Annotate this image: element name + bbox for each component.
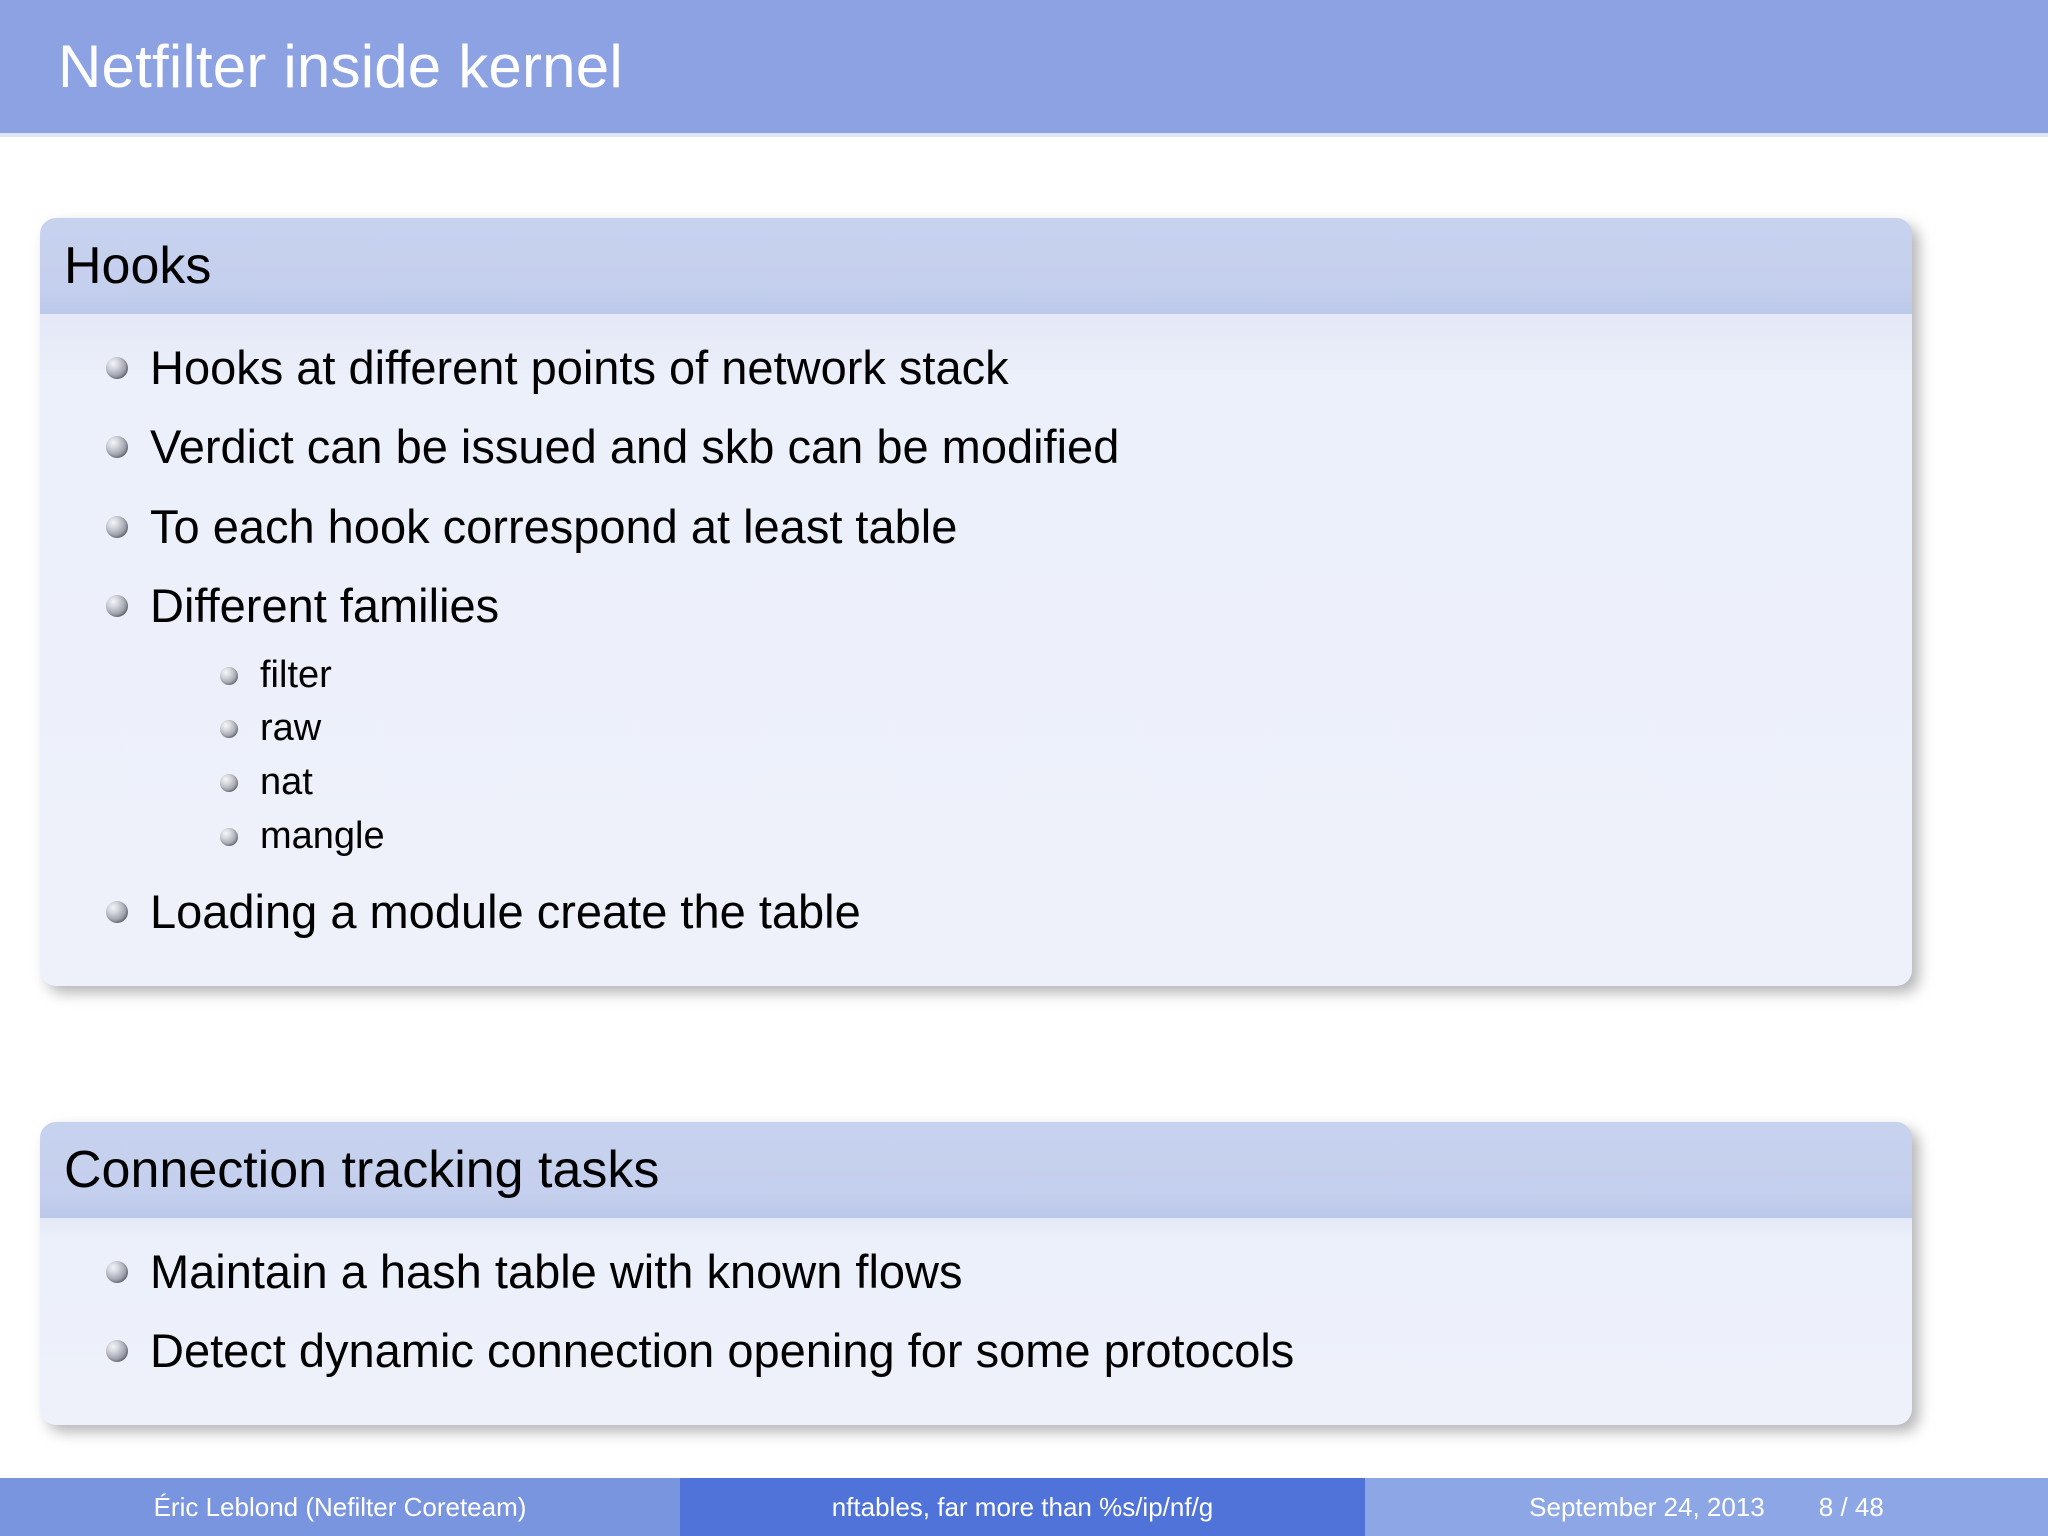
block-conntrack-body: Maintain a hash table with known flows D…: [40, 1218, 1912, 1425]
footer-page-number: 8 / 48: [1818, 1492, 1884, 1522]
block-connection-tracking-tasks: Connection tracking tasks Maintain a has…: [40, 1122, 1912, 1425]
list-item-label: To each hook correspond at least table: [150, 499, 958, 553]
bullet-ball-icon: [220, 720, 238, 739]
page-title: Netfilter inside kernel: [58, 32, 623, 100]
sublist-item: filter: [64, 650, 1888, 702]
bullet-ball-icon: [106, 436, 128, 459]
bullet-ball-icon: [106, 595, 128, 618]
sublist-item: raw: [64, 703, 1888, 755]
list-item: Verdict can be issued and skb can be mod…: [64, 411, 1888, 482]
list-item: Maintain a hash table with known flows: [64, 1236, 1888, 1307]
footer-talk-title: nftables, far more than %s/ip/nf/g: [680, 1478, 1365, 1536]
slide-footer: Éric Leblond (Nefilter Coreteam) nftable…: [0, 1478, 2048, 1536]
list-item: Detect dynamic connection opening for so…: [64, 1315, 1888, 1386]
list-item: Hooks at different points of network sta…: [64, 332, 1888, 403]
bullet-ball-icon: [106, 1260, 128, 1283]
sublist-item-label: mangle: [260, 814, 385, 857]
sublist-item: mangle: [64, 811, 1888, 863]
footer-date: September 24, 2013: [1529, 1492, 1765, 1522]
sublist-item: nat: [64, 757, 1888, 809]
bullet-ball-icon: [106, 901, 128, 924]
sublist-container: filter raw nat mangle: [64, 650, 1888, 863]
list-item-label: Maintain a hash table with known flows: [150, 1245, 963, 1298]
list-item: Loading a module create the table: [64, 876, 1888, 947]
sublist-item-label: nat: [260, 761, 313, 804]
bullet-ball-icon: [106, 356, 128, 379]
block-conntrack-title: Connection tracking tasks: [40, 1122, 1912, 1218]
title-underline: [0, 133, 2048, 137]
bullet-list-conntrack: Maintain a hash table with known flows D…: [64, 1236, 1888, 1387]
bullet-ball-icon: [220, 666, 238, 685]
bullet-ball-icon: [220, 827, 238, 846]
bullet-list-hooks: Hooks at different points of network sta…: [64, 332, 1888, 948]
footer-meta: September 24, 2013 8 / 48: [1365, 1478, 2048, 1536]
bullet-sublist-families: filter raw nat mangle: [64, 650, 1888, 863]
slide-title-bar: Netfilter inside kernel: [0, 0, 2048, 133]
bullet-ball-icon: [220, 773, 238, 792]
list-item-label: Loading a module create the table: [150, 885, 861, 939]
list-item-label: Different families: [150, 579, 500, 633]
footer-author: Éric Leblond (Nefilter Coreteam): [0, 1478, 680, 1536]
list-item-label: Detect dynamic connection opening for so…: [150, 1324, 1295, 1378]
list-item-label: Hooks at different points of network sta…: [150, 341, 1009, 394]
block-hooks-title: Hooks: [40, 218, 1912, 314]
block-hooks-body: Hooks at different points of network sta…: [40, 314, 1912, 986]
list-item: To each hook correspond at least table: [64, 491, 1888, 562]
list-item-label: Verdict can be issued and skb can be mod…: [150, 420, 1120, 474]
bullet-ball-icon: [106, 1340, 128, 1363]
bullet-ball-icon: [106, 515, 128, 538]
sublist-item-label: raw: [260, 707, 322, 750]
block-hooks: Hooks Hooks at different points of netwo…: [40, 218, 1912, 986]
sublist-item-label: filter: [260, 653, 332, 696]
list-item: Different families: [64, 570, 1888, 641]
